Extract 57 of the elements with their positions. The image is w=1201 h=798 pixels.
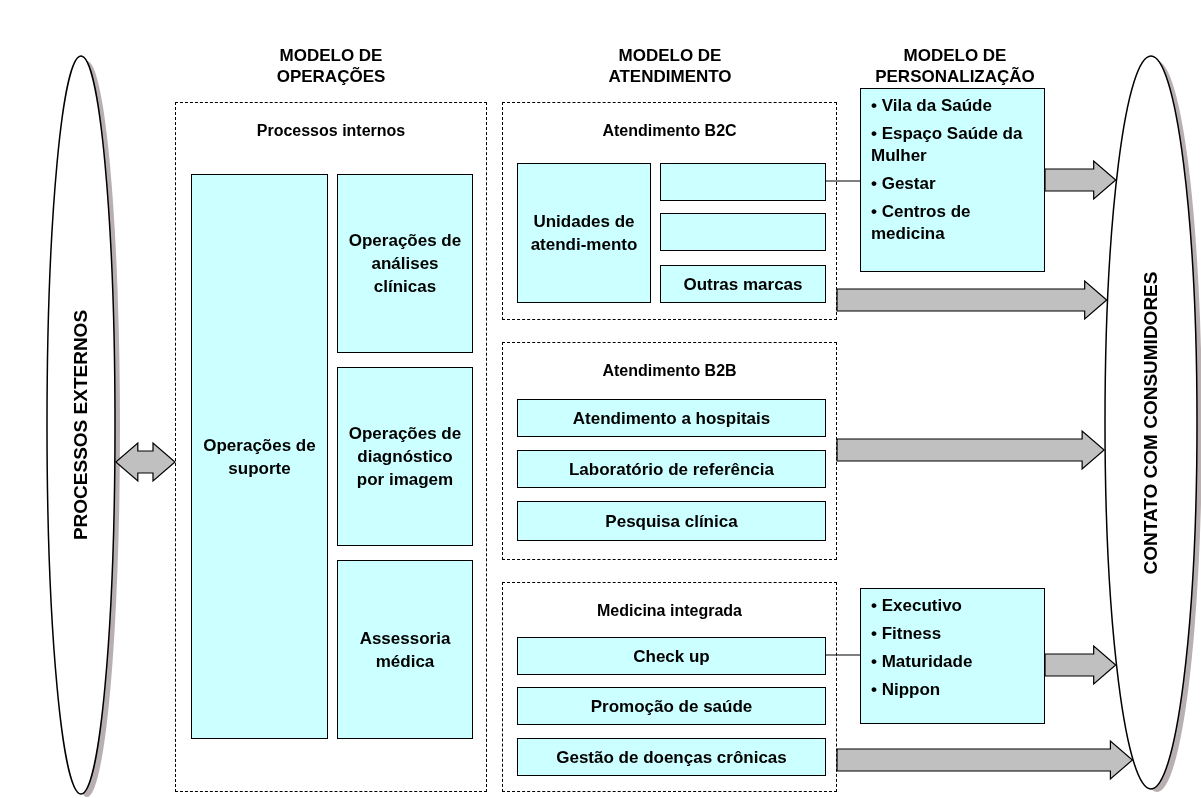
dashed-group-box [175,102,487,792]
box-label: Outras marcas [683,273,803,296]
column-heading: MODELO DE ATENDIMENTO [607,45,733,87]
process-box [337,367,473,546]
box-label: Atendimento a hospitais [572,407,771,430]
vertical-label: PROCESSOS EXTERNOS [68,309,92,541]
process-box [337,560,473,739]
list-item: • Espaço Saúde da Mulher [871,123,1024,167]
dashed-group-box [502,582,837,792]
list-item: • Gestar [871,173,937,195]
block-arrow [114,441,176,483]
block-arrow [836,279,1108,321]
process-box [517,399,826,437]
group-heading: Atendimento B2C [601,121,738,141]
list-item: • Executivo [871,595,963,617]
process-box [660,213,826,251]
column-heading: MODELO DE OPERAÇÕES [275,45,387,87]
box-label: Pesquisa clínica [605,510,738,533]
box-label: Operações de suporte [202,434,317,480]
list-box [860,88,1045,272]
process-box [517,450,826,488]
list-item: • Fitness [871,623,943,645]
block-arrow [1044,159,1117,201]
box-label: Promoção de saúde [590,695,753,718]
box-label: Gestão de doenças crônicas [556,746,787,769]
box-label: Laboratório de referência [569,458,774,481]
group-heading: Atendimento B2B [601,361,738,381]
process-box [517,637,826,675]
group-heading: Processos internos [255,121,407,141]
connector-line [824,654,861,656]
box-label: Operações de diagnóstico por imagem [347,423,463,491]
process-box [660,265,826,303]
list-item: • Maturidade [871,651,974,673]
list-item: • Nippon [871,679,942,701]
dashed-group-box [502,342,837,560]
box-label: Assessoria médica [358,627,452,673]
process-box [517,501,826,541]
process-box [337,174,473,353]
box-label: Operações de análises clínicas [347,230,463,298]
dashed-group-box [502,102,837,320]
group-heading: Medicina integrada [596,601,743,621]
block-arrow [1044,644,1117,686]
process-box [191,174,328,739]
block-arrow [836,429,1106,471]
list-box [860,588,1045,724]
column-heading: MODELO DE PERSONALIZAÇÃO [874,45,1036,87]
block-arrow [836,739,1134,781]
process-box [660,163,826,201]
process-box [517,163,651,303]
box-label: Unidades de atendi-mento [529,211,639,256]
list-item: • Centros de medicina [871,201,972,245]
box-label: Check up [633,645,710,668]
list-item: • Vila da Saúde [871,95,993,117]
process-box [517,687,826,725]
vertical-label: CONTATO COM CONSUMIDORES [1138,271,1162,574]
process-box [517,738,826,776]
connector-line [824,180,861,182]
